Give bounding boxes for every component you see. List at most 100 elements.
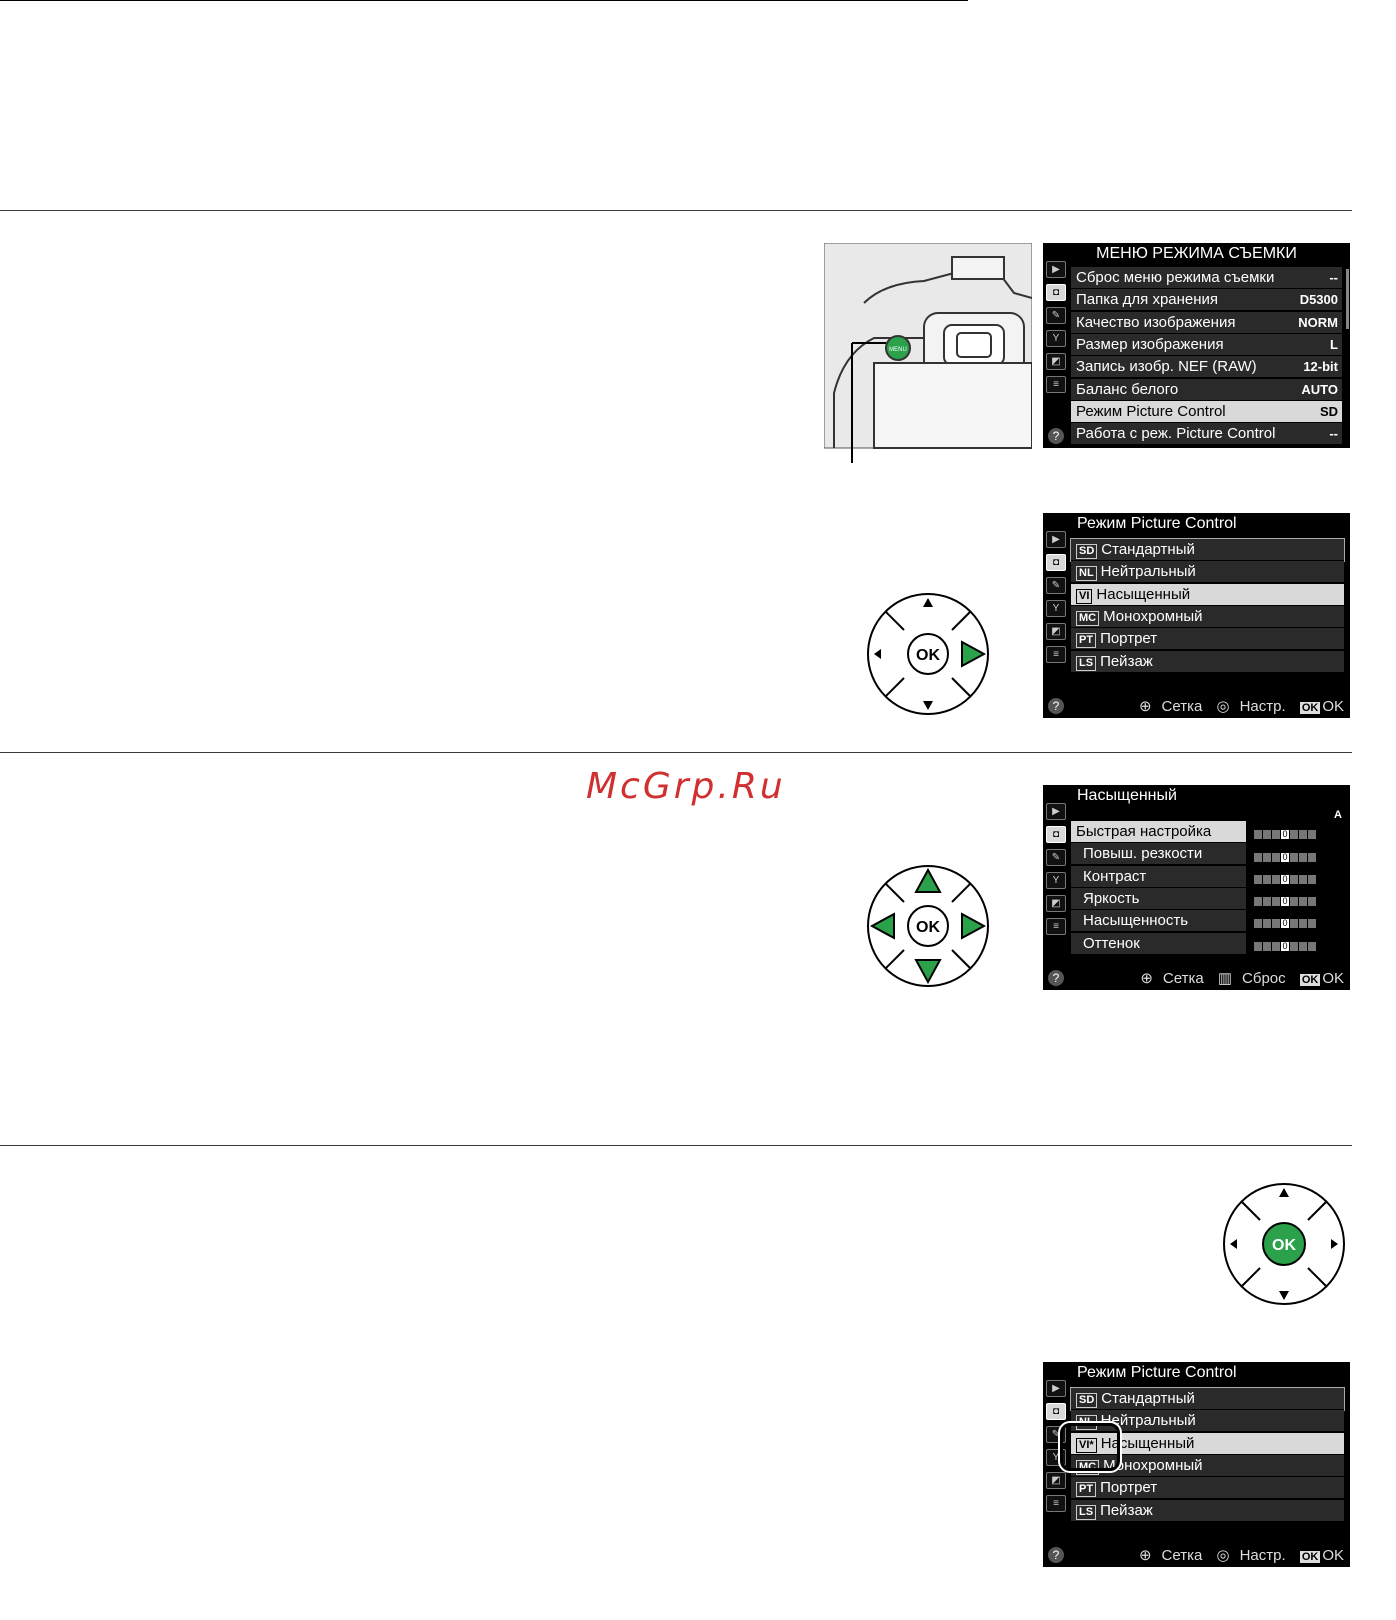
shooting-tab-icon[interactable]: ◘ [1046,554,1066,571]
retouch-tab-icon[interactable]: ◩ [1046,353,1066,370]
section-divider-2 [0,752,1352,753]
shooting-tab-icon[interactable]: ◘ [1046,1403,1066,1420]
slider-step [1254,941,1262,951]
retouch-tab-icon[interactable]: ◩ [1046,623,1066,640]
shooting-tab-icon[interactable]: ◘ [1046,284,1066,301]
slider-step [1299,941,1307,951]
parameter-item[interactable]: Быстрая настройка [1071,821,1246,843]
picture-control-code: SD [1076,544,1098,559]
vivid-badge: A [1334,809,1342,821]
recent-tab-icon[interactable]: ≡ [1046,1495,1066,1512]
multi-selector-icon: OK [1223,1183,1345,1305]
multi-selector-right[interactable]: OK [866,592,990,716]
parameter-slider[interactable]: 0 [1254,871,1342,884]
multi-selector-all-directions[interactable]: OK [866,864,990,988]
sub-dial-icon: ◎ [1216,1547,1230,1564]
custom-tab-icon[interactable]: ✎ [1046,307,1066,324]
setup-tab-icon[interactable]: Y [1046,330,1066,347]
setup-tab-icon[interactable]: Y [1046,600,1066,617]
trash-icon: ▥ [1217,970,1233,987]
ok-label: OK [1272,1237,1296,1254]
playback-tab-icon[interactable]: ▶ [1046,531,1066,548]
parameter-slider[interactable]: 0 [1254,915,1342,929]
slider-step [1299,897,1307,907]
parameter-slider[interactable]: 0 [1254,826,1342,840]
playback-tab-icon[interactable]: ▶ [1046,1380,1066,1397]
parameter-slider[interactable]: 0 [1254,848,1342,862]
picture-control-name: Пейзаж [1100,1501,1153,1519]
menu-item-label: Запись изобр. NEF (RAW) [1076,358,1257,376]
parameter-slider[interactable]: 0 [1254,938,1342,951]
parameter-slider[interactable]: 0 [1254,893,1342,907]
vivid-settings-screen: Насыщенный A ▶ ◘ ✎ Y ◩ ≡ Быстрая настрой… [1043,785,1350,990]
parameter-item[interactable]: Яркость [1071,887,1246,910]
shooting-tab-icon[interactable]: ◘ [1046,826,1066,843]
slider-step [1263,874,1271,884]
picture-control-name: Насыщенный [1100,1434,1195,1452]
picture-control-name: Портрет [1100,1479,1158,1497]
slider-step [1254,830,1262,840]
picture-control-name: Стандартный [1101,541,1195,558]
slider-step [1272,897,1280,907]
menu-item[interactable]: Работа с реж. Picture Control-- [1071,423,1342,446]
menu-item[interactable]: Папка для хранения D5300 [1071,289,1342,312]
multi-selector-ok[interactable]: OK [1222,1182,1346,1306]
playback-tab-icon[interactable]: ▶ [1046,803,1066,820]
menu-scrollbar[interactable] [1346,269,1349,329]
menu-item-value: AUTO [1301,381,1338,397]
menu-item-label: Папка для хранения [1076,291,1219,309]
slider-step [1272,919,1280,929]
slider-step [1272,941,1280,951]
menu-item[interactable]: Запись изобр. NEF (RAW)12-bit [1071,356,1342,379]
recent-tab-icon[interactable]: ≡ [1046,646,1066,663]
slider-step [1308,852,1316,862]
picture-control-code: VI [1076,588,1093,604]
slider-step: 0 [1281,829,1289,840]
parameter-item[interactable]: Повыш. резкости [1071,843,1246,866]
menu-item-value: D5300 [1299,292,1338,308]
parameter-label: Насыщенность [1083,912,1189,930]
slider-step [1308,897,1316,907]
slider-step [1299,852,1307,862]
parameter-item[interactable]: Оттенок [1071,932,1246,955]
custom-tab-icon[interactable]: ✎ [1046,577,1066,594]
slider-step [1308,919,1316,929]
setup-tab-icon[interactable]: Y [1046,872,1066,889]
picture-control-code: NL [1076,566,1097,582]
menu-item-value: SD [1319,403,1338,419]
recent-tab-icon[interactable]: ≡ [1046,376,1066,393]
recent-tab-icon[interactable]: ≡ [1046,918,1066,935]
menu-tab-rail: ▶ ◘ ✎ Y ◩ ≡ [1043,257,1069,399]
parameter-item[interactable]: Насыщенность [1071,910,1246,933]
slider-step [1299,919,1307,929]
menu-button[interactable] [885,335,911,361]
parameter-item[interactable]: Контраст [1071,865,1246,888]
custom-tab-icon[interactable]: ✎ [1046,849,1066,866]
retouch-tab-icon[interactable]: ◩ [1046,895,1066,912]
retouch-tab-icon[interactable]: ◩ [1046,1472,1066,1489]
menu-item[interactable]: Сброс меню режима съемки-- [1071,267,1342,289]
picture-control-item[interactable]: VI*Насыщенный [1071,1432,1344,1455]
playback-tab-icon[interactable]: ▶ [1046,261,1066,278]
slider-step [1263,897,1271,907]
